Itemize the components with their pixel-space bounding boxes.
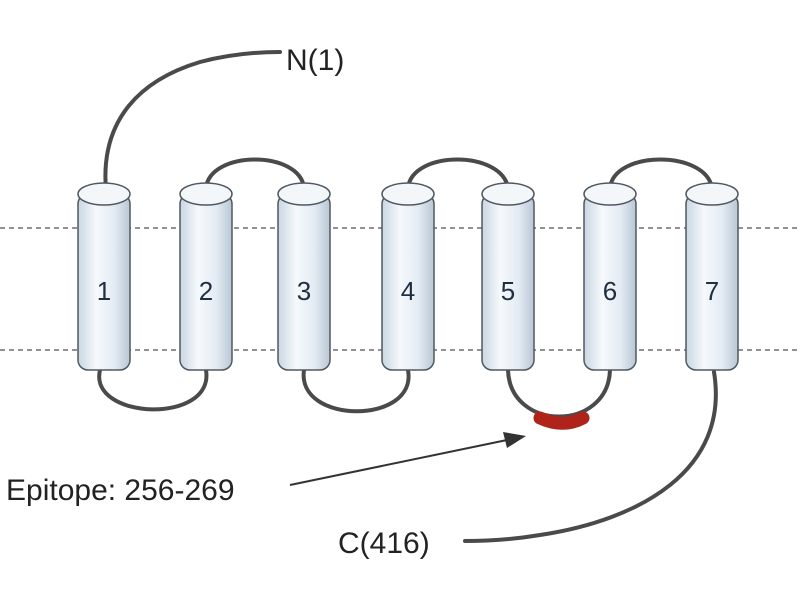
helix-label-2: 2 <box>199 276 213 306</box>
n-terminal-tail <box>103 50 282 192</box>
intracellular-loop-3 <box>506 368 612 419</box>
n-terminus-label: N(1) <box>286 44 344 77</box>
helix-3: 3 <box>277 182 331 371</box>
helix-label-6: 6 <box>603 276 617 306</box>
extracellular-loop-2 <box>406 157 510 190</box>
helix-label-1: 1 <box>97 276 111 306</box>
epitope-arrow-line <box>289 439 508 486</box>
helix-label-7: 7 <box>705 276 719 306</box>
helix-label-4: 4 <box>401 276 415 306</box>
extracellular-loop-1 <box>204 157 306 190</box>
helix-7: 7 <box>685 182 739 371</box>
helix-4: 4 <box>381 182 435 371</box>
helix-label-3: 3 <box>297 276 311 306</box>
epitope-arrow-head <box>503 432 526 448</box>
helix-6: 6 <box>583 182 637 371</box>
c-terminal-tail <box>463 370 718 543</box>
helix-5: 5 <box>481 182 535 371</box>
helix-1: 1 <box>77 182 131 371</box>
intracellular-loop-2 <box>301 368 411 414</box>
c-terminus-label: C(416) <box>338 527 430 560</box>
helix-label-5: 5 <box>501 276 515 306</box>
helix-2: 2 <box>179 182 233 371</box>
intracellular-loop-1 <box>97 368 209 412</box>
epitope-marker <box>533 411 590 430</box>
epitope-label: Epitope: 256-269 <box>6 474 235 507</box>
extracellular-loop-3 <box>608 157 714 190</box>
